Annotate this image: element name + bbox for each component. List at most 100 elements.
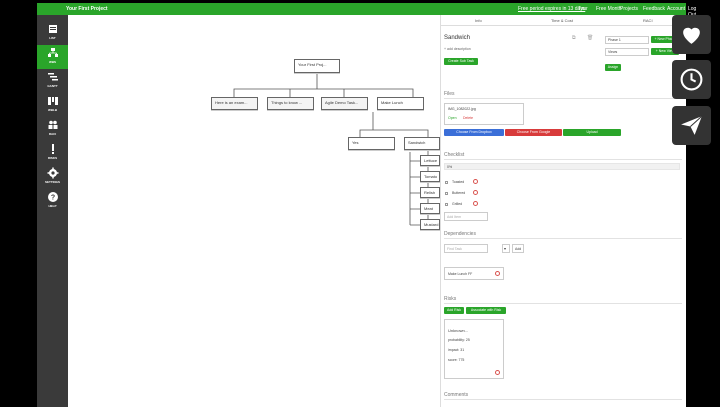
find-task-input[interactable]: Find Task	[444, 244, 488, 253]
task-detail-panel: Info Time & Cost RACI Sandwich ⧉ 🗑 + add…	[440, 15, 687, 407]
choose-dropbox-button[interactable]: Choose From Dropbox	[444, 129, 504, 136]
tree-node-tomato[interactable]: Tomato	[420, 171, 440, 182]
nav-tour[interactable]: Tour	[578, 6, 588, 12]
sidebar-item-label: WBLB	[48, 108, 57, 112]
divider	[444, 238, 682, 239]
sidebar: LIST WBS GANTT WBLB RACI RISKS SETTINGS …	[37, 15, 68, 407]
checklist-checkbox[interactable]	[445, 192, 448, 195]
trial-link[interactable]: Free period expires in 13 days	[518, 6, 586, 12]
comments-title: Comments	[444, 392, 469, 398]
views-select[interactable]: Views	[605, 48, 649, 56]
risk-card[interactable]: Unknown... probability: 25 impact: 31 sc…	[444, 319, 504, 379]
nav-free-month[interactable]: Free Month	[596, 6, 622, 12]
checklist-item: Grilled	[452, 202, 463, 206]
views-select-value: Views	[608, 50, 618, 54]
tree-node-lettuce[interactable]: Lettuce	[420, 155, 440, 166]
risk-impact: impact: 31	[448, 348, 465, 352]
copy-icon[interactable]: ⧉	[572, 35, 576, 41]
tree-node-root[interactable]: Your First Proj...	[294, 59, 340, 73]
dependency-card: Make Lunch FF	[444, 267, 504, 280]
project-title: Your First Project	[66, 6, 108, 12]
add-risk-button[interactable]: Add Risk	[444, 307, 464, 314]
nav-account[interactable]: Account	[667, 6, 686, 12]
sidebar-item-settings[interactable]: SETTINGS	[37, 165, 68, 189]
sidebar-item-list[interactable]: LIST	[37, 21, 68, 45]
divider	[444, 303, 682, 304]
trash-icon[interactable]: 🗑	[587, 35, 594, 41]
new-phase-button[interactable]: + New Phase	[651, 36, 679, 43]
dependency-type-select[interactable]: ▾	[502, 244, 510, 253]
add-dependency-label: Add	[515, 247, 522, 251]
file-open-link[interactable]: Open	[448, 116, 457, 120]
tree-node[interactable]: Here is an exam...	[211, 97, 258, 110]
sidebar-item-label: RISKS	[47, 156, 58, 160]
wblb-icon	[47, 97, 58, 105]
tab-raci[interactable]: RACI	[643, 18, 653, 23]
svg-text:?: ?	[50, 195, 54, 202]
sidebar-item-help[interactable]: ? HELP	[37, 189, 68, 213]
create-sub-task-button[interactable]: Create Sub Task	[444, 58, 478, 65]
favorite-button[interactable]	[672, 15, 711, 54]
settings-icon	[47, 167, 58, 179]
risk-name: Unknown...	[448, 328, 469, 333]
checklist-progress-bar: 0%	[444, 163, 680, 170]
risk-score: score: 775	[448, 358, 465, 362]
nav-projects[interactable]: Projects	[620, 6, 639, 12]
wbs-canvas[interactable]: Your First Proj... Here is an exam... Th…	[68, 15, 440, 407]
wbs-icon	[47, 48, 58, 57]
remove-icon[interactable]	[473, 201, 478, 206]
watch-later-button[interactable]	[672, 60, 711, 99]
task-name[interactable]: Sandwich	[444, 35, 471, 41]
upload-button[interactable]: Upload	[563, 129, 621, 136]
phase-select[interactable]: Phase 1	[605, 36, 649, 44]
associate-risk-button[interactable]: Associate with Risk	[466, 307, 506, 314]
tab-time-cost[interactable]: Time & Cost	[551, 18, 573, 23]
remove-icon[interactable]	[495, 271, 500, 276]
tree-node[interactable]: Things to know ...	[267, 97, 314, 110]
tree-node-mustard[interactable]: Mustard	[420, 219, 440, 230]
sidebar-item-wblb[interactable]: WBLB	[37, 93, 68, 117]
checklist-checkbox[interactable]	[445, 203, 448, 206]
chevron-down-icon: ▾	[504, 246, 507, 251]
sidebar-item-gantt[interactable]: GANTT	[37, 69, 68, 93]
heart-icon	[683, 27, 700, 44]
add-dependency-button[interactable]: Add	[512, 244, 524, 253]
sidebar-item-raci[interactable]: RACI	[37, 117, 68, 141]
divider	[444, 399, 682, 400]
tree-node-sandwich[interactable]: Sandwich	[404, 137, 440, 150]
sidebar-item-label: RACI	[48, 132, 57, 136]
tree-node-make-lunch[interactable]: Make Lunch	[377, 97, 424, 110]
tree-node-relish[interactable]: Relish	[420, 187, 440, 198]
files-title: Files	[444, 91, 455, 97]
checklist-item: Buttered	[452, 191, 466, 195]
gantt-icon	[47, 73, 58, 81]
tree-node-meat[interactable]: Meat	[420, 203, 440, 214]
help-icon: ?	[47, 192, 58, 202]
panel-tabs: Info Time & Cost RACI	[441, 15, 687, 26]
add-checklist-item-input[interactable]: Add Item	[444, 212, 488, 221]
sidebar-item-risks[interactable]: RISKS	[37, 141, 68, 165]
tree-node-yes[interactable]: Yes	[348, 137, 395, 150]
remove-icon[interactable]	[495, 370, 500, 375]
checklist-checkbox[interactable]	[445, 181, 448, 184]
clock-icon	[680, 68, 703, 91]
nav-feedback[interactable]: Feedback	[643, 6, 665, 12]
choose-google-button[interactable]: Choose From Google	[505, 129, 562, 136]
find-task-placeholder: Find Task	[447, 247, 462, 251]
sidebar-item-wbs[interactable]: WBS	[37, 45, 68, 69]
remove-icon[interactable]	[473, 190, 478, 195]
new-view-button[interactable]: + New View	[651, 48, 679, 55]
share-button[interactable]	[672, 106, 711, 145]
sidebar-item-label: HELP	[48, 204, 57, 208]
tree-node[interactable]: Agile Demo Task...	[321, 97, 368, 110]
remove-icon[interactable]	[473, 179, 478, 184]
file-delete-link[interactable]: Delete	[463, 116, 474, 120]
checklist-percent: 0%	[447, 165, 453, 169]
divider	[444, 98, 682, 99]
risks-icon	[51, 144, 54, 154]
add-description-link[interactable]: + add description	[444, 47, 471, 51]
assign-button[interactable]: Assign	[605, 64, 621, 71]
dependencies-title: Dependencies	[444, 231, 476, 237]
tab-info[interactable]: Info	[475, 18, 482, 23]
